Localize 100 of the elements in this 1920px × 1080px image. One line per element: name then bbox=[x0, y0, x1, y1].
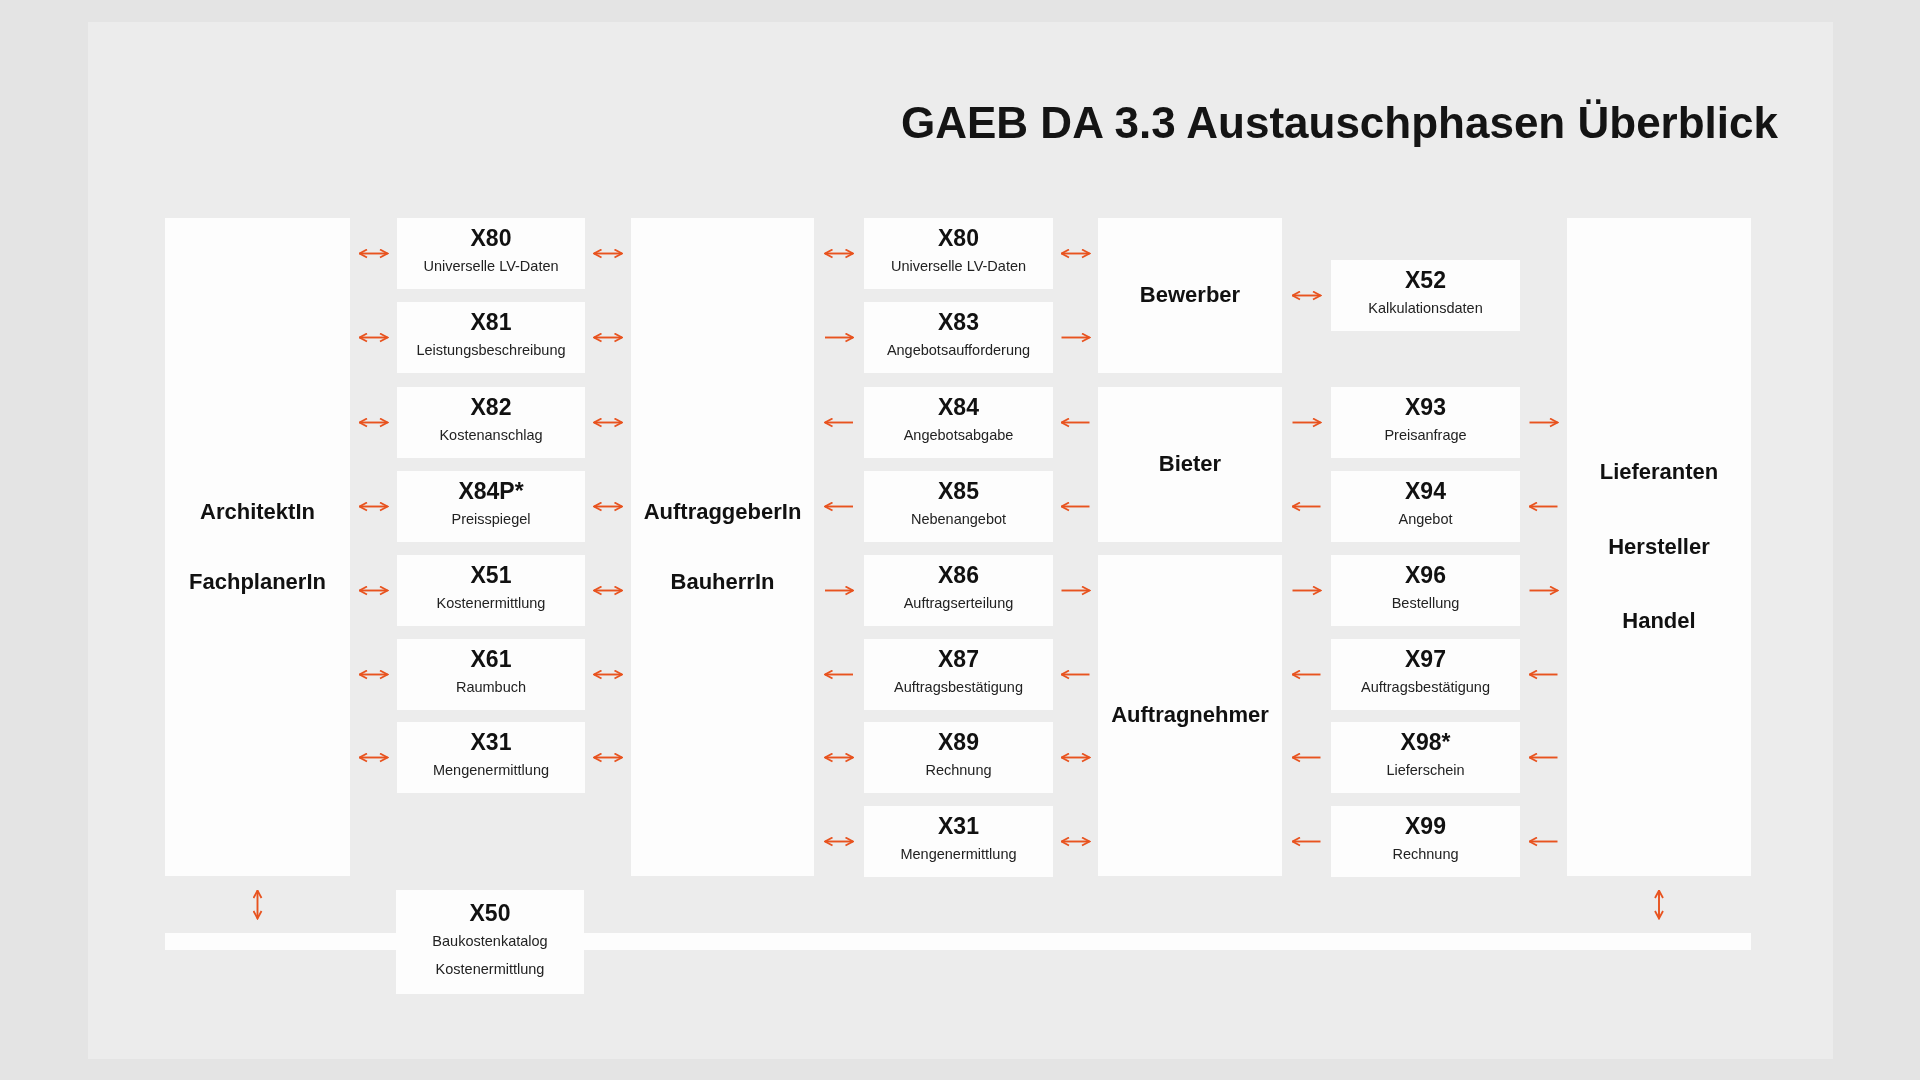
format-name: Angebotsabgabe bbox=[902, 426, 1015, 446]
role-label: Handel bbox=[1622, 608, 1696, 635]
format-code: X83 bbox=[938, 310, 979, 336]
format-name: Auftragserteilung bbox=[902, 594, 1015, 614]
double-headed-arrow bbox=[358, 752, 389, 763]
format-name: Auftragsbestätigung bbox=[1360, 678, 1491, 698]
format-name: Preisspiegel bbox=[450, 510, 532, 530]
arrow bbox=[1291, 417, 1322, 428]
role-label: AuftraggeberIn bbox=[643, 498, 802, 525]
double-headed-arrow bbox=[358, 585, 389, 596]
format-code: X80 bbox=[938, 226, 979, 252]
format-code: X81 bbox=[470, 310, 512, 336]
role-label: Lieferanten bbox=[1599, 459, 1719, 486]
format-name: Universelle LV-Daten bbox=[889, 257, 1028, 277]
arrow bbox=[1528, 417, 1559, 428]
format-name: Baukostenkatalog Kostenermittlung bbox=[431, 932, 549, 979]
arrow bbox=[1060, 585, 1091, 596]
format-code: X52 bbox=[1405, 268, 1446, 294]
format-code: X94 bbox=[1405, 479, 1446, 505]
role-label: Bewerber bbox=[1139, 282, 1241, 309]
format-name: Angebotsaufforderung bbox=[885, 341, 1032, 361]
format-code: X98* bbox=[1400, 730, 1451, 756]
arrow bbox=[1060, 501, 1091, 512]
format-name: Rechnung bbox=[1391, 845, 1460, 865]
format-name: Angebot bbox=[1397, 510, 1454, 530]
format-name: Raumbuch bbox=[454, 678, 528, 698]
double-headed-arrow bbox=[824, 752, 854, 763]
double-headed-arrow bbox=[358, 248, 389, 259]
double-headed-arrow bbox=[593, 248, 623, 259]
format-name: Auftragsbestätigung bbox=[893, 678, 1024, 698]
double-headed-arrow bbox=[593, 332, 623, 343]
format-code: X89 bbox=[938, 730, 979, 756]
format-name: Preisanfrage bbox=[1383, 426, 1468, 446]
format-code: X61 bbox=[470, 647, 512, 673]
arrow bbox=[824, 332, 854, 343]
format-name: Kostenanschlag bbox=[438, 426, 544, 446]
arrow bbox=[824, 669, 854, 680]
double-headed-arrow bbox=[1060, 248, 1091, 259]
role-label: ArchitektIn bbox=[200, 498, 315, 525]
format-code: X99 bbox=[1405, 814, 1446, 840]
format-name: Leistungsbeschreibung bbox=[415, 341, 567, 361]
double-headed-arrow bbox=[1291, 290, 1322, 301]
format-code: X51 bbox=[470, 563, 512, 589]
arrow bbox=[824, 501, 854, 512]
format-code: X31 bbox=[938, 814, 979, 840]
format-name: Lieferschein bbox=[1385, 761, 1466, 781]
arrow bbox=[1291, 752, 1322, 763]
role-label: FachplanerIn bbox=[189, 569, 326, 596]
format-code: X96 bbox=[1405, 563, 1446, 589]
format-name: Universelle LV-Daten bbox=[422, 257, 560, 277]
role-label: BauherrIn bbox=[670, 569, 775, 596]
format-code: X80 bbox=[470, 226, 512, 252]
double-headed-arrow bbox=[358, 332, 389, 343]
arrow bbox=[1528, 669, 1559, 680]
format-code: X50 bbox=[469, 900, 511, 927]
format-name: Mengenermittlung bbox=[431, 761, 551, 781]
double-headed-arrow bbox=[1060, 752, 1091, 763]
format-code: X84P* bbox=[458, 479, 524, 505]
arrow bbox=[824, 585, 854, 596]
double-headed-arrow bbox=[358, 669, 389, 680]
format-code: X84 bbox=[938, 395, 979, 421]
format-name: Kalkulationsdaten bbox=[1367, 299, 1484, 319]
arrow bbox=[1528, 752, 1559, 763]
format-code: X31 bbox=[470, 730, 512, 756]
format-code: X93 bbox=[1405, 395, 1446, 421]
double-headed-arrow bbox=[1060, 836, 1091, 847]
format-code: X97 bbox=[1405, 647, 1446, 673]
arrow bbox=[1060, 669, 1091, 680]
format-code: X86 bbox=[938, 563, 979, 589]
double-headed-arrow bbox=[593, 501, 623, 512]
arrow bbox=[1528, 501, 1559, 512]
format-code: X87 bbox=[938, 647, 979, 673]
format-code: X85 bbox=[938, 479, 979, 505]
arrow bbox=[1291, 501, 1322, 512]
double-headed-arrow bbox=[358, 417, 389, 428]
arrow bbox=[1528, 585, 1559, 596]
double-headed-arrow bbox=[824, 836, 854, 847]
format-name: Rechnung bbox=[924, 761, 993, 781]
double-headed-arrow bbox=[593, 417, 623, 428]
role-label: Bieter bbox=[1158, 451, 1222, 478]
role-label: Auftragnehmer bbox=[1111, 702, 1269, 729]
arrow bbox=[1291, 836, 1322, 847]
double-headed-arrow bbox=[252, 889, 263, 920]
arrow bbox=[1060, 417, 1091, 428]
arrow bbox=[1291, 585, 1322, 596]
format-code: X82 bbox=[470, 395, 512, 421]
arrow bbox=[1291, 669, 1322, 680]
double-headed-arrow bbox=[593, 585, 623, 596]
role-label: Hersteller bbox=[1608, 533, 1710, 561]
arrow bbox=[1528, 836, 1559, 847]
page-title: GAEB DA 3.3 Austauschphasen Überblick bbox=[901, 98, 1778, 149]
format-name: Kostenermittlung bbox=[435, 594, 547, 614]
double-headed-arrow bbox=[358, 501, 389, 512]
double-headed-arrow bbox=[824, 248, 854, 259]
double-headed-arrow bbox=[593, 752, 623, 763]
format-name: Nebenangebot bbox=[909, 510, 1008, 530]
format-name: Mengenermittlung bbox=[899, 845, 1018, 865]
format-name: Bestellung bbox=[1390, 594, 1461, 614]
double-headed-arrow bbox=[593, 669, 623, 680]
arrow bbox=[824, 417, 854, 428]
